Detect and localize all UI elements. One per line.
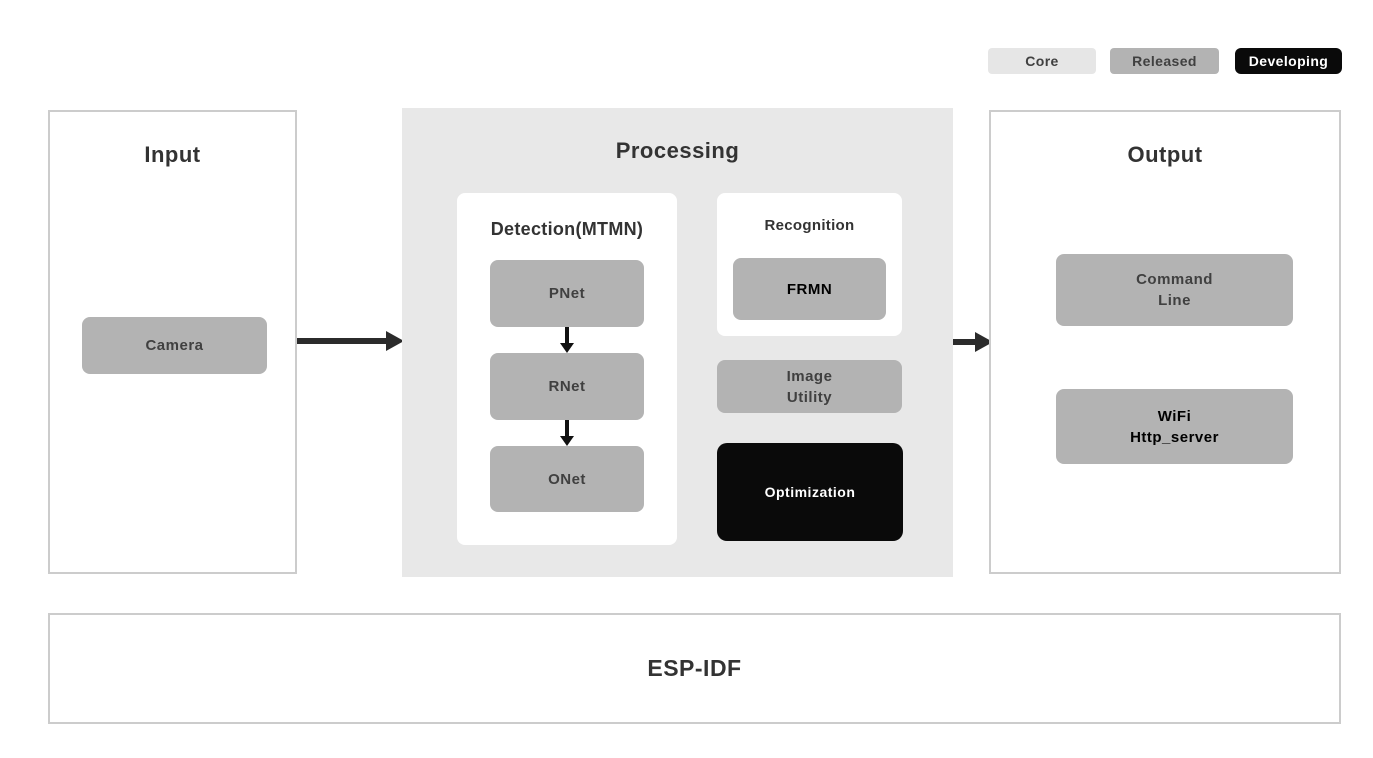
input-panel-title: Input bbox=[144, 142, 201, 167]
onet-node: ONet bbox=[490, 446, 644, 512]
command-line-node: Command Line bbox=[1056, 254, 1293, 326]
processing-panel-title: Processing bbox=[615, 138, 740, 163]
image-utility-node: Image Utility bbox=[717, 360, 902, 413]
frmn-node: FRMN bbox=[733, 258, 886, 320]
arrow-input-to-processing-stem bbox=[297, 338, 386, 344]
arrow-rnet-to-onet-stem bbox=[565, 420, 569, 437]
image-utility-line1: Image bbox=[786, 367, 833, 385]
wifi-http-server-node: WiFi Http_server bbox=[1056, 389, 1293, 464]
arrow-pnet-to-rnet-stem bbox=[565, 327, 569, 344]
legend-chip-released: Released bbox=[1110, 48, 1219, 74]
detection-group-title: Detection(MTMN) bbox=[490, 219, 644, 239]
arrow-pnet-to-rnet-head bbox=[560, 343, 574, 353]
processing-panel: Processing Detection(MTMN) PNet RNet ONe… bbox=[402, 108, 953, 577]
command-line-line2: Line bbox=[1158, 292, 1191, 309]
arrow-processing-to-output-stem bbox=[953, 339, 975, 345]
rnet-node: RNet bbox=[490, 353, 644, 420]
recognition-group: Recognition FRMN bbox=[717, 193, 902, 336]
esp-idf-panel: ESP-IDF bbox=[48, 613, 1341, 724]
output-panel: Output Command Line WiFi Http_server bbox=[989, 110, 1341, 574]
output-panel-title: Output bbox=[1127, 142, 1203, 167]
legend-chip-developing: Developing bbox=[1235, 48, 1342, 74]
arrow-input-to-processing-head bbox=[386, 331, 404, 351]
arrow-rnet-to-onet-head bbox=[560, 436, 574, 446]
command-line-line1: Command bbox=[1136, 271, 1213, 288]
wifi-line2: Http_server bbox=[1130, 428, 1219, 446]
wifi-line1: WiFi bbox=[1157, 407, 1192, 425]
esp-idf-title: ESP-IDF bbox=[647, 655, 742, 681]
recognition-group-title: Recognition bbox=[764, 217, 855, 234]
detection-group: Detection(MTMN) PNet RNet ONet bbox=[457, 193, 677, 545]
camera-node: Camera bbox=[82, 317, 267, 374]
pnet-node: PNet bbox=[490, 260, 644, 327]
input-panel: Input Camera bbox=[48, 110, 297, 574]
legend-chip-core: Core bbox=[988, 48, 1096, 74]
optimization-node: Optimization bbox=[717, 443, 903, 541]
image-utility-line2: Utility bbox=[786, 388, 833, 406]
arrow-processing-to-output-head bbox=[975, 332, 993, 352]
